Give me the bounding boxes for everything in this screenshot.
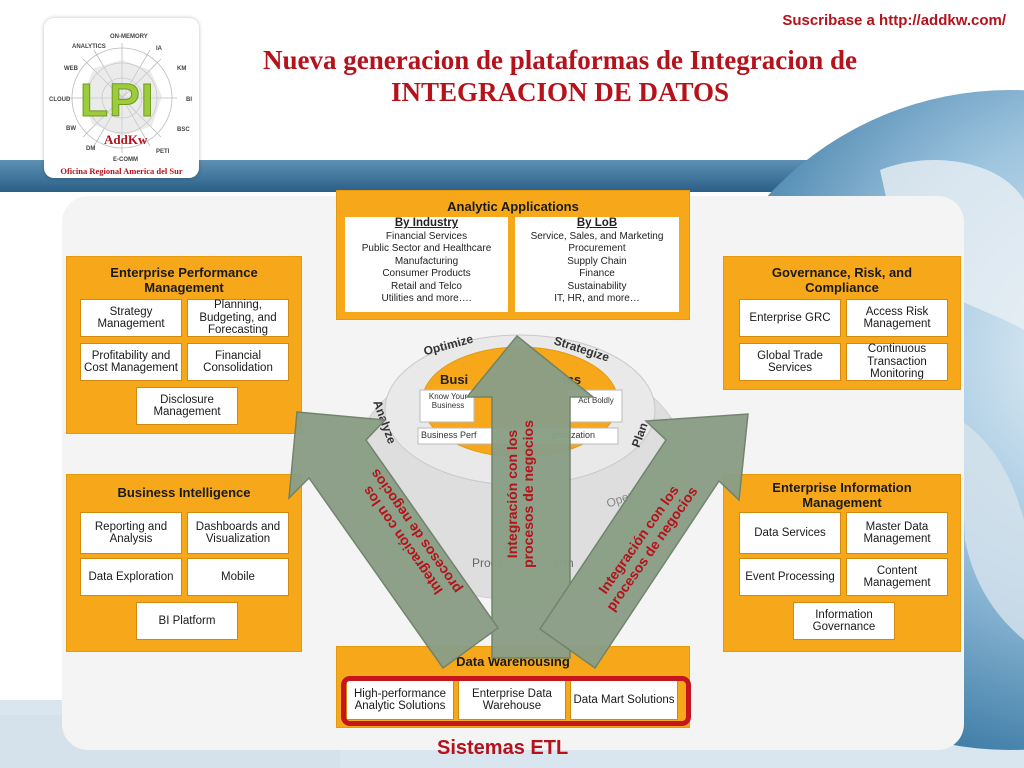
grc-item: Global Trade Services [739, 343, 841, 381]
radar-label: WEB [64, 66, 78, 72]
subscribe-link[interactable]: Suscribase a http://addkw.com/ [782, 12, 1006, 29]
epm-item: Planning, Budgeting, and Forecasting [187, 299, 289, 337]
cycle-business-performance: Business Perf [421, 430, 477, 440]
analytic-title: Analytic Applications [447, 199, 579, 214]
eim-title: Enterprise Information Management [772, 480, 912, 510]
epm-item: Disclosure Management [136, 387, 238, 425]
dw-item: High-performance Analytic Solutions [346, 680, 454, 720]
industry-item: Utilities and more…. [381, 293, 472, 304]
cycle-label-orm: orm [553, 556, 574, 570]
radar-label: ANALYTICS [72, 44, 106, 50]
industry-item: Retail and Telco [391, 280, 462, 292]
bi-title: Business Intelligence [117, 485, 251, 500]
lob-item: Service, Sales, and Marketing [530, 230, 664, 242]
lob-item: Supply Chain [567, 255, 627, 267]
eim-item: Master Data Management [846, 512, 948, 554]
page-title: Nueva generacion de plataformas de Integ… [215, 44, 905, 108]
radar-label: BI [186, 97, 192, 103]
lpi-logo: ON-MEMORY IA KM BI BSC PETI E-COMM DM BW… [44, 18, 199, 178]
logo-mark: LPI [80, 74, 155, 127]
bi-item: Reporting and Analysis [80, 512, 182, 554]
eim-item: Information Governance [793, 602, 895, 640]
radar-label: KM [177, 66, 187, 72]
bi-item: BI Platform [136, 602, 238, 640]
grc-item: Continuous Transaction Monitoring [846, 343, 948, 381]
radar-label: BSC [177, 127, 190, 133]
radar-label: CLOUD [49, 97, 71, 103]
cycle-label-proce: Proce [472, 556, 504, 570]
bi-item: Mobile [187, 558, 289, 596]
bi-item: Dashboards and Visualization [187, 512, 289, 554]
cycle-act-boldly: Act Boldly [578, 396, 614, 405]
by-industry-panel: By Industry Financial Services Public Se… [345, 217, 508, 312]
lob-item: Procurement [568, 243, 626, 254]
eim-item: Content Management [846, 558, 948, 596]
lob-item: IT, HR, and more… [554, 293, 640, 304]
radar-chart-icon [67, 43, 177, 153]
title-line-1: Nueva generacion de plataformas de Integ… [263, 45, 857, 75]
grc-item: Enterprise GRC [739, 299, 841, 337]
by-lob-title: By LoB [576, 217, 618, 229]
radar-label: ON-MEMORY [110, 34, 148, 40]
bi-item: Data Exploration [80, 558, 182, 596]
cycle-optimization: ptimization [552, 430, 596, 440]
epm-item: Financial Consolidation [187, 343, 289, 381]
logo-office: Oficina Regional America del Sur [60, 166, 183, 176]
epm-item: Strategy Management [80, 299, 182, 337]
radar-label: PETI [156, 149, 170, 155]
eim-item: Event Processing [739, 558, 841, 596]
grc-title: Governance, Risk, and Compliance [771, 265, 913, 295]
cycle-label-business: Busi [440, 372, 469, 387]
cycle-know-business: Know Your Business [428, 392, 468, 410]
industry-item: Consumer Products [382, 268, 471, 279]
industry-item: Financial Services [385, 230, 468, 242]
etl-label: Sistemas ETL [437, 737, 569, 759]
grc-item: Access Risk Management [846, 299, 948, 337]
epm-title: Enterprise Performance Management [110, 265, 258, 295]
by-industry-title: By Industry [394, 217, 459, 229]
radar-label: IA [156, 46, 162, 52]
center-arrow-label: Integración con los procesos de negocios [504, 420, 536, 568]
radar-label: BW [66, 126, 76, 132]
lob-item: Finance [579, 268, 615, 279]
logo-brand: AddKw [104, 132, 148, 147]
epm-item: Profitability and Cost Management [80, 343, 182, 381]
title-line-2: INTEGRACION DE DATOS [390, 77, 730, 107]
etl-highlight-frame [341, 676, 691, 726]
by-lob-panel: By LoB Service, Sales, and Marketing Pro… [515, 217, 679, 312]
industry-item: Public Sector and Healthcare [361, 243, 492, 254]
lob-item: Sustainability [567, 280, 627, 292]
cycle-label-analytics: ics [563, 372, 582, 387]
dw-title: Data Warehousing [456, 654, 570, 669]
radar-label: E-COMM [113, 157, 138, 163]
industry-item: Manufacturing [394, 255, 459, 267]
eim-item: Data Services [739, 512, 841, 554]
radar-label: DM [86, 146, 96, 152]
